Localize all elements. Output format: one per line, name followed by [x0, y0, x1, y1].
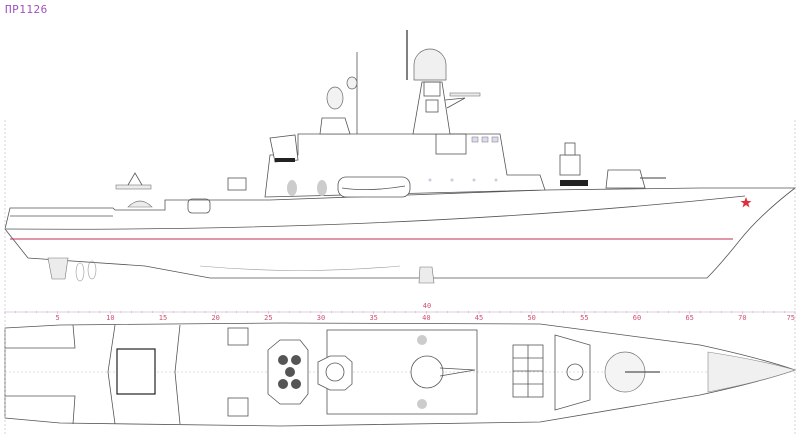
aft-weapon-plan [116, 348, 156, 395]
fwd-director-plan [566, 363, 584, 381]
tower-platform [425, 99, 439, 113]
scale-tick-label: 25 [264, 314, 272, 322]
deck-step [107, 324, 116, 425]
rudder [47, 257, 69, 280]
scale-tick-label: 45 [475, 314, 483, 322]
aft-gun-director [269, 134, 299, 163]
hull-port [187, 198, 211, 214]
sheer-line [4, 195, 746, 230]
aft-mast-plan [317, 355, 353, 391]
stern-deck-edge [5, 324, 76, 425]
propeller [75, 262, 85, 282]
fwd-deckhouse-plan [554, 334, 591, 411]
tower-platform [423, 81, 441, 97]
deck-fitting [417, 399, 427, 409]
porthole [450, 178, 454, 182]
red-star-icon [740, 197, 752, 208]
length-scale: 5 10 15 20 25 30 35 40 45 50 55 60 65 70 75 40 [4, 120, 796, 435]
vls-cell [291, 355, 301, 365]
boat-hull-line [341, 185, 406, 190]
vent-grille [287, 180, 297, 196]
side-view [4, 30, 797, 284]
fwd-director-top [564, 142, 576, 156]
scale-tick-label: 65 [685, 314, 693, 322]
deck-fitting [227, 327, 249, 346]
vls-cell [291, 379, 301, 389]
rescue-boat [337, 176, 411, 198]
scale-tick-label: 10 [106, 314, 114, 322]
bow-sonar-fin [418, 266, 435, 284]
radome-plan [325, 362, 345, 382]
scale-ticks: 5 10 15 20 25 30 35 40 45 50 55 60 65 70 75 [4, 311, 796, 322]
radar-arm [444, 97, 466, 109]
scale-tick-label: 15 [159, 314, 167, 322]
scale-tick-label: 55 [580, 314, 588, 322]
scale-tick-label: 40 [422, 314, 430, 322]
window [491, 136, 499, 143]
window [471, 136, 479, 143]
vls-cell [278, 355, 288, 365]
vls-cell [278, 379, 288, 389]
bilge-keel [199, 265, 401, 271]
radar-antenna [449, 92, 481, 97]
porthole [472, 178, 476, 182]
porthole [428, 178, 432, 182]
bridge-block [435, 133, 467, 155]
main-gun-turret [605, 169, 646, 189]
radome-small [326, 86, 344, 110]
machine-gun [275, 158, 295, 162]
window [481, 136, 489, 143]
scale-tick-label: 30 [317, 314, 325, 322]
scale-mid-label: 40 [423, 302, 431, 310]
launcher-base [127, 200, 153, 208]
scale-tick-label: 20 [211, 314, 219, 322]
scale-tick-label: 35 [369, 314, 377, 322]
radar-dome [413, 48, 447, 81]
scale-tick-label: 60 [633, 314, 641, 322]
hull-side [4, 187, 797, 279]
mast-plan [410, 355, 444, 389]
launcher-frame [127, 172, 143, 186]
scale-tick-label: 75 [787, 314, 795, 322]
deck-fitting [417, 335, 427, 345]
radar-arm-plan [439, 367, 476, 377]
deck-step [174, 324, 181, 425]
porthole [494, 178, 498, 182]
fwd-director [559, 154, 581, 176]
vent-grille [317, 180, 327, 196]
mast-base [319, 117, 351, 135]
scale-tick-label: 5 [56, 314, 60, 322]
deck-fitting [227, 397, 249, 417]
scale-tick-label: 50 [527, 314, 535, 322]
scale-tick-label: 70 [738, 314, 746, 322]
vls-cell [285, 367, 295, 377]
main-mast-tower [412, 81, 451, 135]
aft-launcher [115, 184, 152, 190]
drawing-title: ПР1126 [5, 3, 48, 16]
top-view [4, 322, 797, 427]
forward-machine-gun [560, 180, 588, 186]
sensor-box [227, 177, 247, 191]
bow-plan [707, 351, 797, 393]
propeller [87, 260, 97, 280]
radome-small [346, 76, 358, 90]
